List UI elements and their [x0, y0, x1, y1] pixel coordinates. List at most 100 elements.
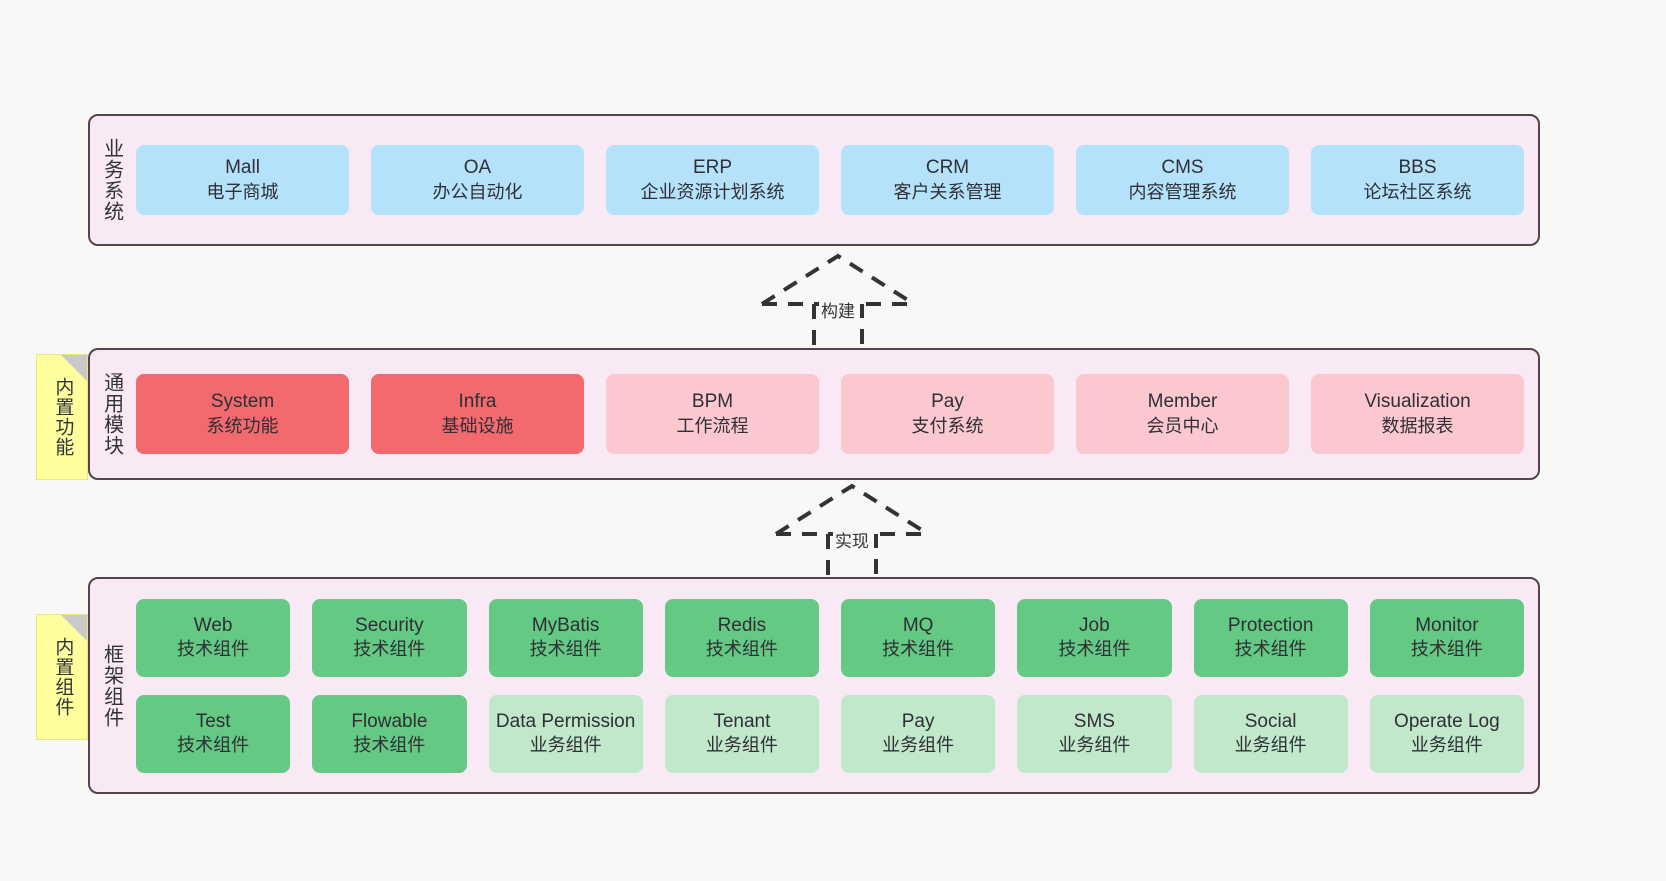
- card-subtitle: 技术组件: [882, 639, 955, 660]
- card-title: BPM: [691, 391, 734, 413]
- card-title: Mall: [225, 157, 260, 179]
- card-pay-component[interactable]: Pay 业务组件: [841, 694, 996, 773]
- card-subtitle: 技术组件: [177, 735, 250, 756]
- card-subtitle: 业务组件: [1234, 735, 1307, 756]
- panel-framework-components: 框架组件 Web 技术组件 Security 技术组件 MyBatis 技术组件…: [88, 577, 1540, 794]
- note-fold-corner-icon: [61, 355, 87, 381]
- card-title: Web: [193, 614, 233, 636]
- card-crm[interactable]: CRM 客户关系管理: [841, 145, 1054, 215]
- connector-build: 构建: [748, 248, 928, 358]
- card-infra[interactable]: Infra 基础设施: [371, 374, 584, 454]
- panel-body-framework-components: Web 技术组件 Security 技术组件 MyBatis 技术组件 Redi…: [132, 579, 1538, 792]
- connector-implement: 实现: [762, 478, 942, 588]
- connector-label: 实现: [833, 527, 871, 552]
- card-subtitle: 业务组件: [882, 735, 955, 756]
- card-erp[interactable]: ERP 企业资源计划系统: [606, 145, 819, 215]
- card-subtitle: 技术组件: [1058, 639, 1131, 660]
- card-title: Flowable: [351, 710, 428, 732]
- note-text: 内置功能: [52, 377, 74, 457]
- panel-title-business-systems: 业务系统: [100, 138, 123, 222]
- card-row: Web 技术组件 Security 技术组件 MyBatis 技术组件 Redi…: [136, 598, 1524, 677]
- note-text: 内置组件: [52, 637, 74, 717]
- card-web[interactable]: Web 技术组件: [136, 598, 291, 677]
- card-security[interactable]: Security 技术组件: [312, 598, 467, 677]
- card-title: Job: [1079, 614, 1110, 636]
- card-subtitle: 技术组件: [353, 735, 426, 756]
- card-title: Pay: [931, 391, 964, 413]
- card-operate-log[interactable]: Operate Log 业务组件: [1369, 694, 1524, 773]
- card-subtitle: 基础设施: [441, 415, 514, 436]
- panel-title-framework-components: 框架组件: [100, 643, 123, 728]
- card-subtitle: 办公自动化: [432, 181, 523, 202]
- card-title: Tenant: [713, 710, 771, 732]
- card-subtitle: 系统功能: [206, 415, 279, 436]
- panel-business-systems: 业务系统 Mall 电子商城 OA 办公自动化 ERP 企业资源计划系统 CRM…: [88, 114, 1540, 246]
- card-monitor[interactable]: Monitor 技术组件: [1369, 598, 1524, 677]
- card-test[interactable]: Test 技术组件: [136, 694, 291, 773]
- card-subtitle: 客户关系管理: [893, 181, 1002, 202]
- card-subtitle: 技术组件: [705, 639, 778, 660]
- card-pay-module[interactable]: Pay 支付系统: [841, 374, 1054, 454]
- card-bbs[interactable]: BBS 论坛社区系统: [1311, 145, 1524, 215]
- card-title: Pay: [901, 710, 935, 732]
- card-redis[interactable]: Redis 技术组件: [664, 598, 819, 677]
- card-subtitle: 技术组件: [353, 639, 426, 660]
- card-subtitle: 业务组件: [705, 735, 778, 756]
- card-title: CRM: [925, 157, 970, 179]
- card-subtitle: 业务组件: [1058, 735, 1131, 756]
- card-title: Test: [195, 710, 231, 732]
- card-subtitle: 电子商城: [206, 181, 279, 202]
- card-bpm[interactable]: BPM 工作流程: [606, 374, 819, 454]
- card-subtitle: 技术组件: [177, 639, 250, 660]
- card-subtitle: 内容管理系统: [1128, 181, 1237, 202]
- card-subtitle: 业务组件: [1410, 735, 1483, 756]
- note-builtin-components: 内置组件: [36, 614, 88, 740]
- card-job[interactable]: Job 技术组件: [1017, 598, 1172, 677]
- panel-common-modules: 通用模块 System 系统功能 Infra 基础设施 BPM 工作流程 Pay…: [88, 348, 1540, 480]
- card-cms[interactable]: CMS 内容管理系统: [1076, 145, 1289, 215]
- card-tenant[interactable]: Tenant 业务组件: [664, 694, 819, 773]
- connector-label: 构建: [819, 297, 857, 322]
- card-title: Security: [355, 614, 424, 636]
- card-social[interactable]: Social 业务组件: [1193, 694, 1348, 773]
- card-visualization[interactable]: Visualization 数据报表: [1311, 374, 1524, 454]
- card-title: Redis: [717, 614, 767, 636]
- note-fold-corner-icon: [61, 615, 87, 641]
- card-title: Data Permission: [495, 710, 636, 732]
- card-title: Protection: [1227, 614, 1314, 636]
- arrowhead-dashed-chevron: [760, 253, 916, 306]
- card-flowable[interactable]: Flowable 技术组件: [312, 694, 467, 773]
- card-member[interactable]: Member 会员中心: [1076, 374, 1289, 454]
- card-subtitle: 论坛社区系统: [1363, 181, 1472, 202]
- card-mall[interactable]: Mall 电子商城: [136, 145, 349, 215]
- card-title: Infra: [458, 391, 497, 413]
- card-oa[interactable]: OA 办公自动化: [371, 145, 584, 215]
- card-subtitle: 企业资源计划系统: [640, 181, 785, 202]
- card-subtitle: 会员中心: [1146, 415, 1219, 436]
- card-subtitle: 业务组件: [529, 735, 602, 756]
- card-system[interactable]: System 系统功能: [136, 374, 349, 454]
- card-title: OA: [463, 157, 492, 179]
- panel-body-common-modules: System 系统功能 Infra 基础设施 BPM 工作流程 Pay 支付系统…: [132, 350, 1538, 478]
- card-data-permission[interactable]: Data Permission 业务组件: [488, 694, 643, 773]
- card-subtitle: 技术组件: [1410, 639, 1483, 660]
- card-mybatis[interactable]: MyBatis 技术组件: [488, 598, 643, 677]
- card-subtitle: 工作流程: [676, 415, 749, 436]
- panel-title-common-modules: 通用模块: [100, 372, 123, 456]
- panel-body-business-systems: Mall 电子商城 OA 办公自动化 ERP 企业资源计划系统 CRM 客户关系…: [132, 116, 1538, 244]
- card-title: CMS: [1161, 157, 1204, 179]
- card-sms[interactable]: SMS 业务组件: [1017, 694, 1172, 773]
- card-subtitle: 支付系统: [911, 415, 984, 436]
- card-title: MQ: [902, 614, 934, 636]
- card-title: Social: [1244, 710, 1297, 732]
- card-title: Operate Log: [1394, 710, 1500, 732]
- card-title: Member: [1147, 391, 1218, 413]
- arrowhead-dashed-chevron: [774, 483, 930, 536]
- card-subtitle: 技术组件: [529, 639, 602, 660]
- card-row: Test 技术组件 Flowable 技术组件 Data Permission …: [136, 694, 1524, 773]
- card-mq[interactable]: MQ 技术组件: [841, 598, 996, 677]
- note-builtin-features: 内置功能: [36, 354, 88, 480]
- card-title: ERP: [692, 157, 733, 179]
- card-protection[interactable]: Protection 技术组件: [1193, 598, 1348, 677]
